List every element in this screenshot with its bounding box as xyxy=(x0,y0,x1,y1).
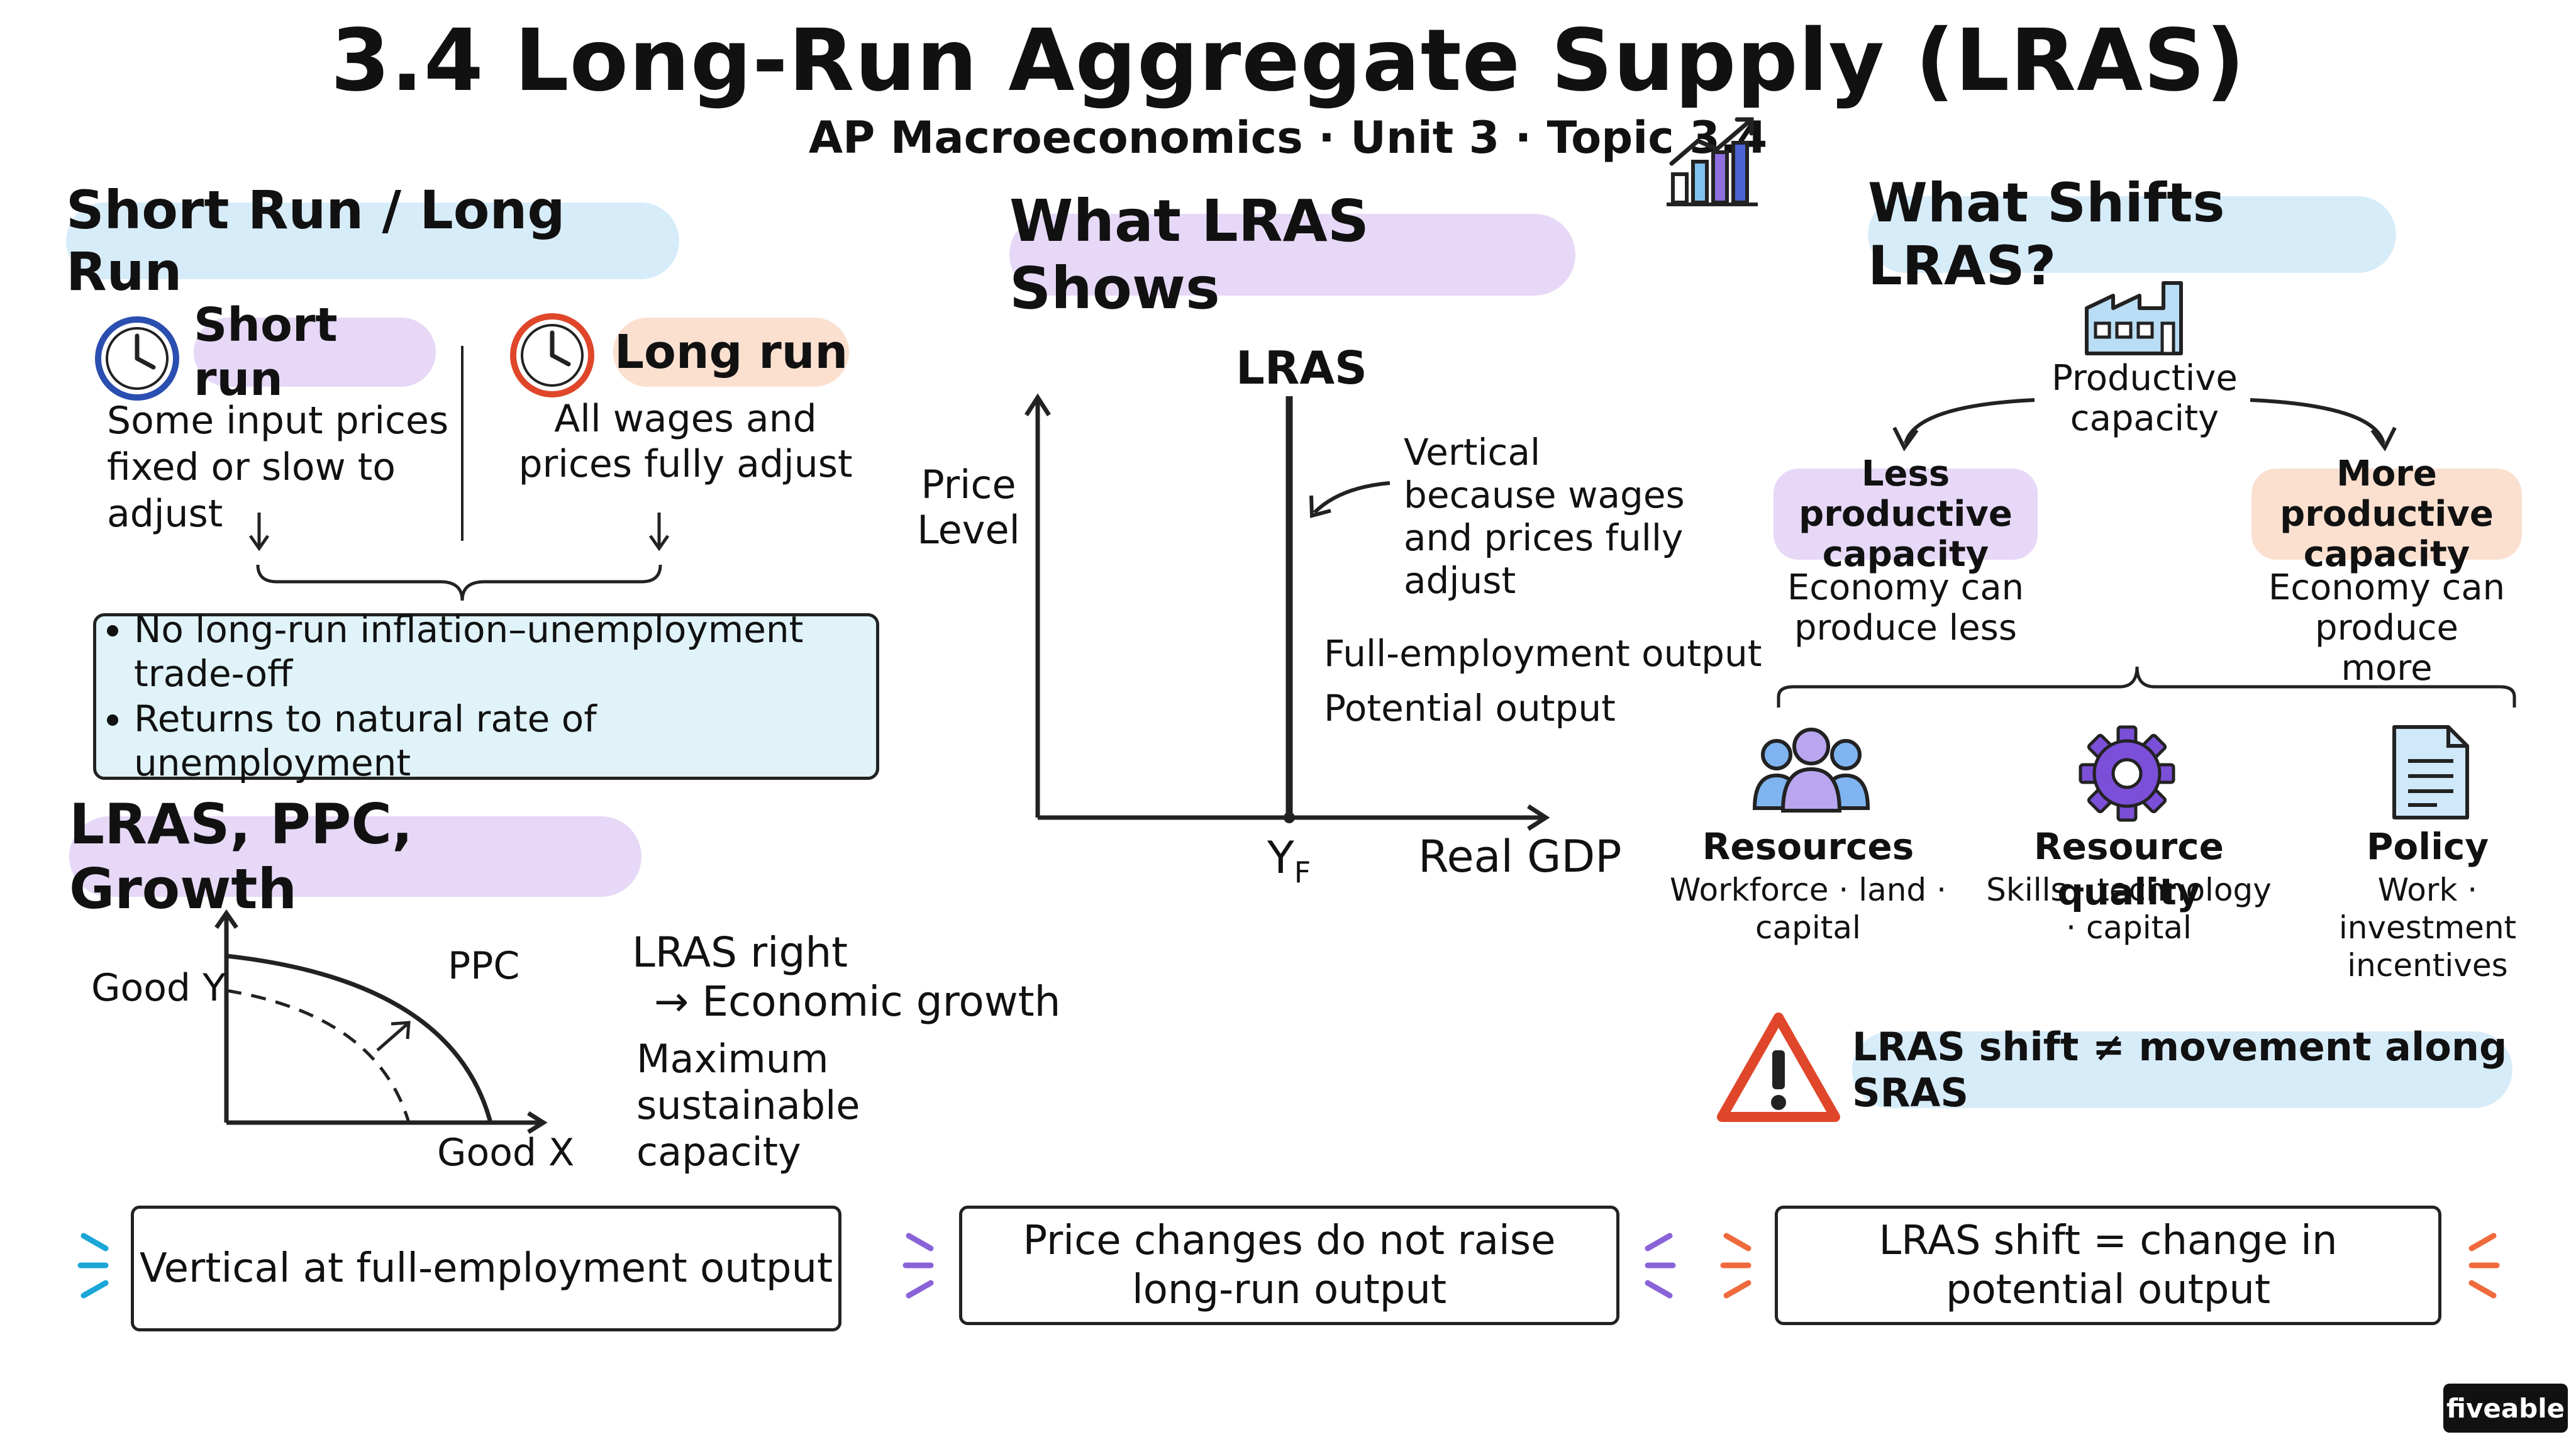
ppc-y-label: Good Y xyxy=(91,966,226,1010)
takeaway-item: Returns to natural rate of unemployment xyxy=(134,697,876,785)
real-gdp-label: Real GDP xyxy=(1418,831,1622,882)
short-run-text: Some input prices fixed or slow to adjus… xyxy=(107,399,449,536)
lras-curve-label: LRAS xyxy=(1236,341,1367,394)
less-capacity-text: Economy can produce less xyxy=(1787,567,2024,648)
growth-heading: LRAS, PPC, Growth xyxy=(69,792,641,921)
growth-note-3: Maximum sustainable capacity xyxy=(636,1036,860,1175)
takeaways-box: No long-run inflation–unemployment trade… xyxy=(93,608,879,784)
page-subtitle: AP Macroeconomics · Unit 3 · Topic 3.4 xyxy=(808,112,1768,164)
factor-title: Resource quality xyxy=(2034,825,2224,913)
ppc-curve-label: PPC xyxy=(448,944,520,988)
clock-icon xyxy=(510,313,594,397)
vertical-annotation: Vertical because wages and prices fully … xyxy=(1404,431,1685,602)
page-title: 3.4 Long-Run Aggregate Supply (LRAS) xyxy=(330,11,2246,111)
growth-note-2: → Economic growth xyxy=(654,977,1061,1026)
potential-output-note: Potential output xyxy=(1324,687,1616,730)
productive-capacity-label: Productive capacity xyxy=(2051,358,2238,439)
full-employment-note: Full-employment output xyxy=(1324,632,1762,675)
takeaway-item: No long-run inflation–unemployment trade… xyxy=(134,608,876,696)
yf-sub: F xyxy=(1294,855,1311,889)
factor-text: Skills · technology · capital xyxy=(1986,872,2272,946)
factor-text: Workforce · land · capital xyxy=(1670,872,1946,946)
takeaways-list: No long-run inflation–unemployment trade… xyxy=(96,608,876,786)
warning-icon xyxy=(1717,1013,1840,1122)
document-icon xyxy=(2392,725,2469,819)
bar-chart-growth-icon xyxy=(1667,117,1758,206)
brand-logo: fiveable xyxy=(2443,1384,2568,1433)
long-run-label: Long run xyxy=(613,318,849,387)
yf-main: Y xyxy=(1267,832,1294,884)
factor-title: Policy xyxy=(2366,825,2489,868)
more-capacity-text: Economy can produce more xyxy=(2268,567,2506,689)
summary-box-3: LRAS shift = change in potential output xyxy=(1775,1206,2441,1325)
long-run-text: All wages and prices fully adjust xyxy=(518,397,853,486)
summary-box-1: Vertical at full-employment output xyxy=(131,1206,841,1331)
clock-icon xyxy=(95,316,179,401)
people-icon xyxy=(1752,728,1870,813)
growth-note-1: LRAS right xyxy=(632,928,848,977)
factor-text: Work · investment incentives xyxy=(2338,872,2517,984)
warning-text: LRAS shift ≠ movement along SRAS xyxy=(1852,1024,2512,1116)
yf-label: YF xyxy=(1267,831,1311,899)
gear-icon xyxy=(2079,725,2175,822)
summary-box-2: Price changes do not raise long-run outp… xyxy=(959,1206,1619,1325)
factory-icon xyxy=(2085,281,2183,355)
factor-title: Resources xyxy=(1702,825,1914,868)
price-level-label: Price Level xyxy=(917,462,1020,553)
ppc-x-label: Good X xyxy=(437,1131,575,1175)
